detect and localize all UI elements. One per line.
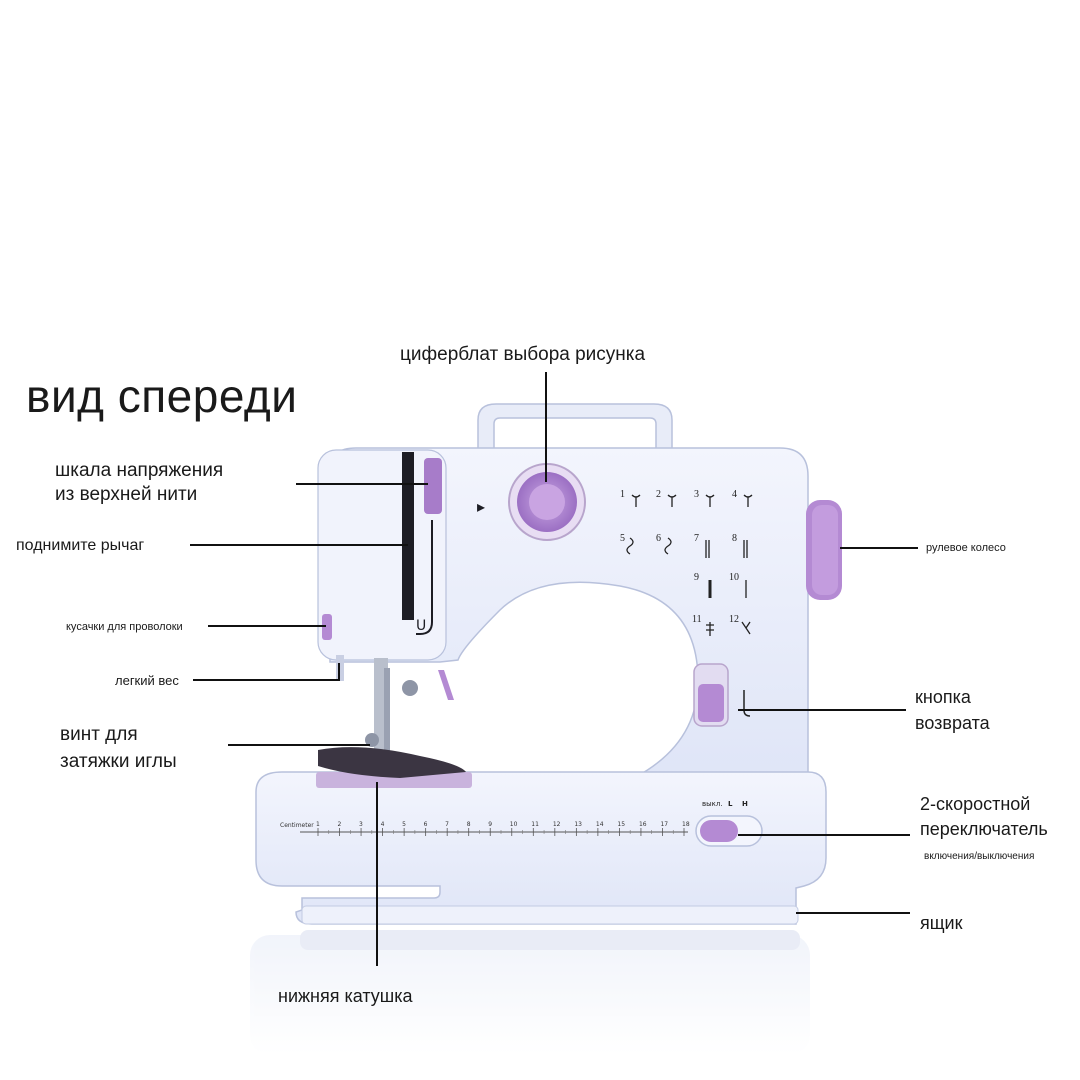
ruler-tick-label: 8 [467,821,471,828]
ruler-tick-label: 17 [660,821,668,828]
pointer-line-speed [738,834,910,836]
label-reverse-line1: кнопка [915,687,971,707]
label-thread-cutter: кусачки для проволоки [66,621,183,633]
ruler-tick-label: 2 [338,821,342,828]
label-drawer: ящик [920,913,963,933]
machine-upper-body [329,447,809,781]
svg-text:7: 7 [694,533,699,544]
speed-switch[interactable] [695,815,763,847]
svg-text:U: U [416,618,426,634]
pointer-line-dial [545,372,547,482]
ruler-tick-label: 4 [381,821,385,828]
svg-text:Centimeter: Centimeter [280,822,314,829]
pointer-line-light-end [338,663,340,681]
ruler-tick-label: 6 [424,821,428,828]
pattern-dial[interactable] [508,463,586,541]
label-speed-line1: 2-скоростной [920,794,1031,814]
thread-guide [416,520,433,635]
tension-dial [424,458,442,514]
label-reverse-button: кнопка возврата [915,684,990,736]
ruler-tick-label: 10 [510,821,518,828]
label-thread-tension-line2: из верхней нити [55,483,198,505]
svg-text:12: 12 [729,614,739,625]
ruler-tick-label: 9 [488,821,492,828]
pointer-line-bobbin [376,782,378,966]
svg-text:L: L [728,800,733,808]
label-needle-screw: винт для затяжки иглы [60,722,177,776]
accessory-drawer[interactable] [301,905,799,925]
label-speed-switch: 2-скоростной переключатель [920,792,1048,842]
svg-text:2: 2 [656,489,661,500]
handwheel[interactable] [806,500,842,600]
label-bobbin: нижняя катушка [278,986,413,1006]
pointer-line-return [738,709,906,711]
ruler-tick-label: 3 [359,821,363,828]
label-pattern-dial: циферблат выбора рисунка [400,344,646,365]
label-light: легкий вес [115,673,179,688]
table-reflection [250,930,810,1055]
ruler-tick-label: 16 [639,821,647,828]
svg-text:выкл.: выкл. [702,800,723,808]
svg-text:3: 3 [694,489,699,500]
pointer-line-wheel [840,547,918,549]
stitch-pattern-icons [626,494,753,636]
svg-text:5: 5 [620,533,625,544]
ruler-tick-label: 12 [553,821,561,828]
label-reverse-line2: возврата [915,713,990,734]
dial-arrow-icon: ▸ [477,499,485,516]
reverse-button[interactable] [693,663,729,727]
svg-text:H: H [742,800,748,808]
svg-text:10: 10 [729,572,739,583]
label-thread-tension: шкала напряжения из верхней нити [55,459,223,507]
pointer-line-screw [228,744,370,746]
svg-text:4: 4 [732,489,737,500]
ruler-tick-label: 13 [574,821,582,828]
speed-switch-labels: выкл. L H [702,800,748,808]
light-part [336,655,344,681]
ruler-tick-label: 15 [617,821,625,828]
svg-text:11: 11 [692,614,702,625]
needle-assembly [365,658,454,758]
svg-text:1: 1 [620,489,625,500]
machine-base [255,771,827,925]
label-speed-sub: включения/выключения [924,851,1035,862]
ruler-tick-label: 1 [316,821,320,828]
ruler-tick-label: 11 [531,821,539,828]
thread-cutter [322,614,332,640]
label-speed-line2: переключатель [920,819,1048,840]
label-handwheel: рулевое колесо [926,542,1006,554]
carry-handle [477,403,673,453]
pointer-line-light [193,679,339,681]
needle-plate [316,772,472,788]
ruler-tick-label: 7 [445,821,449,828]
ruler-tick-label: 14 [596,821,604,828]
label-needle-screw-line1: винт для [60,724,138,745]
pointer-line-drawer [796,912,910,914]
svg-text:6: 6 [656,533,661,544]
svg-text:9: 9 [694,572,699,583]
fabric [318,747,466,778]
diagram-title: вид спереди [26,370,298,422]
pointer-line-lever [190,544,408,546]
pointer-line-cutter [208,625,326,627]
stitch-chart: 1 2 3 4 5 6 7 8 9 10 11 12 [620,489,739,625]
ruler-tick-label: 5 [402,821,406,828]
thread-path-strip [402,452,414,620]
pointer-line-tension [296,483,428,485]
svg-text:8: 8 [732,533,737,544]
ruler-tick-label: 18 [682,821,690,828]
label-needle-screw-line2: затяжки иглы [60,750,177,772]
label-lift-lever: поднимите рычаг [16,537,145,554]
label-thread-tension-line1: шкала напряжения [55,460,224,481]
